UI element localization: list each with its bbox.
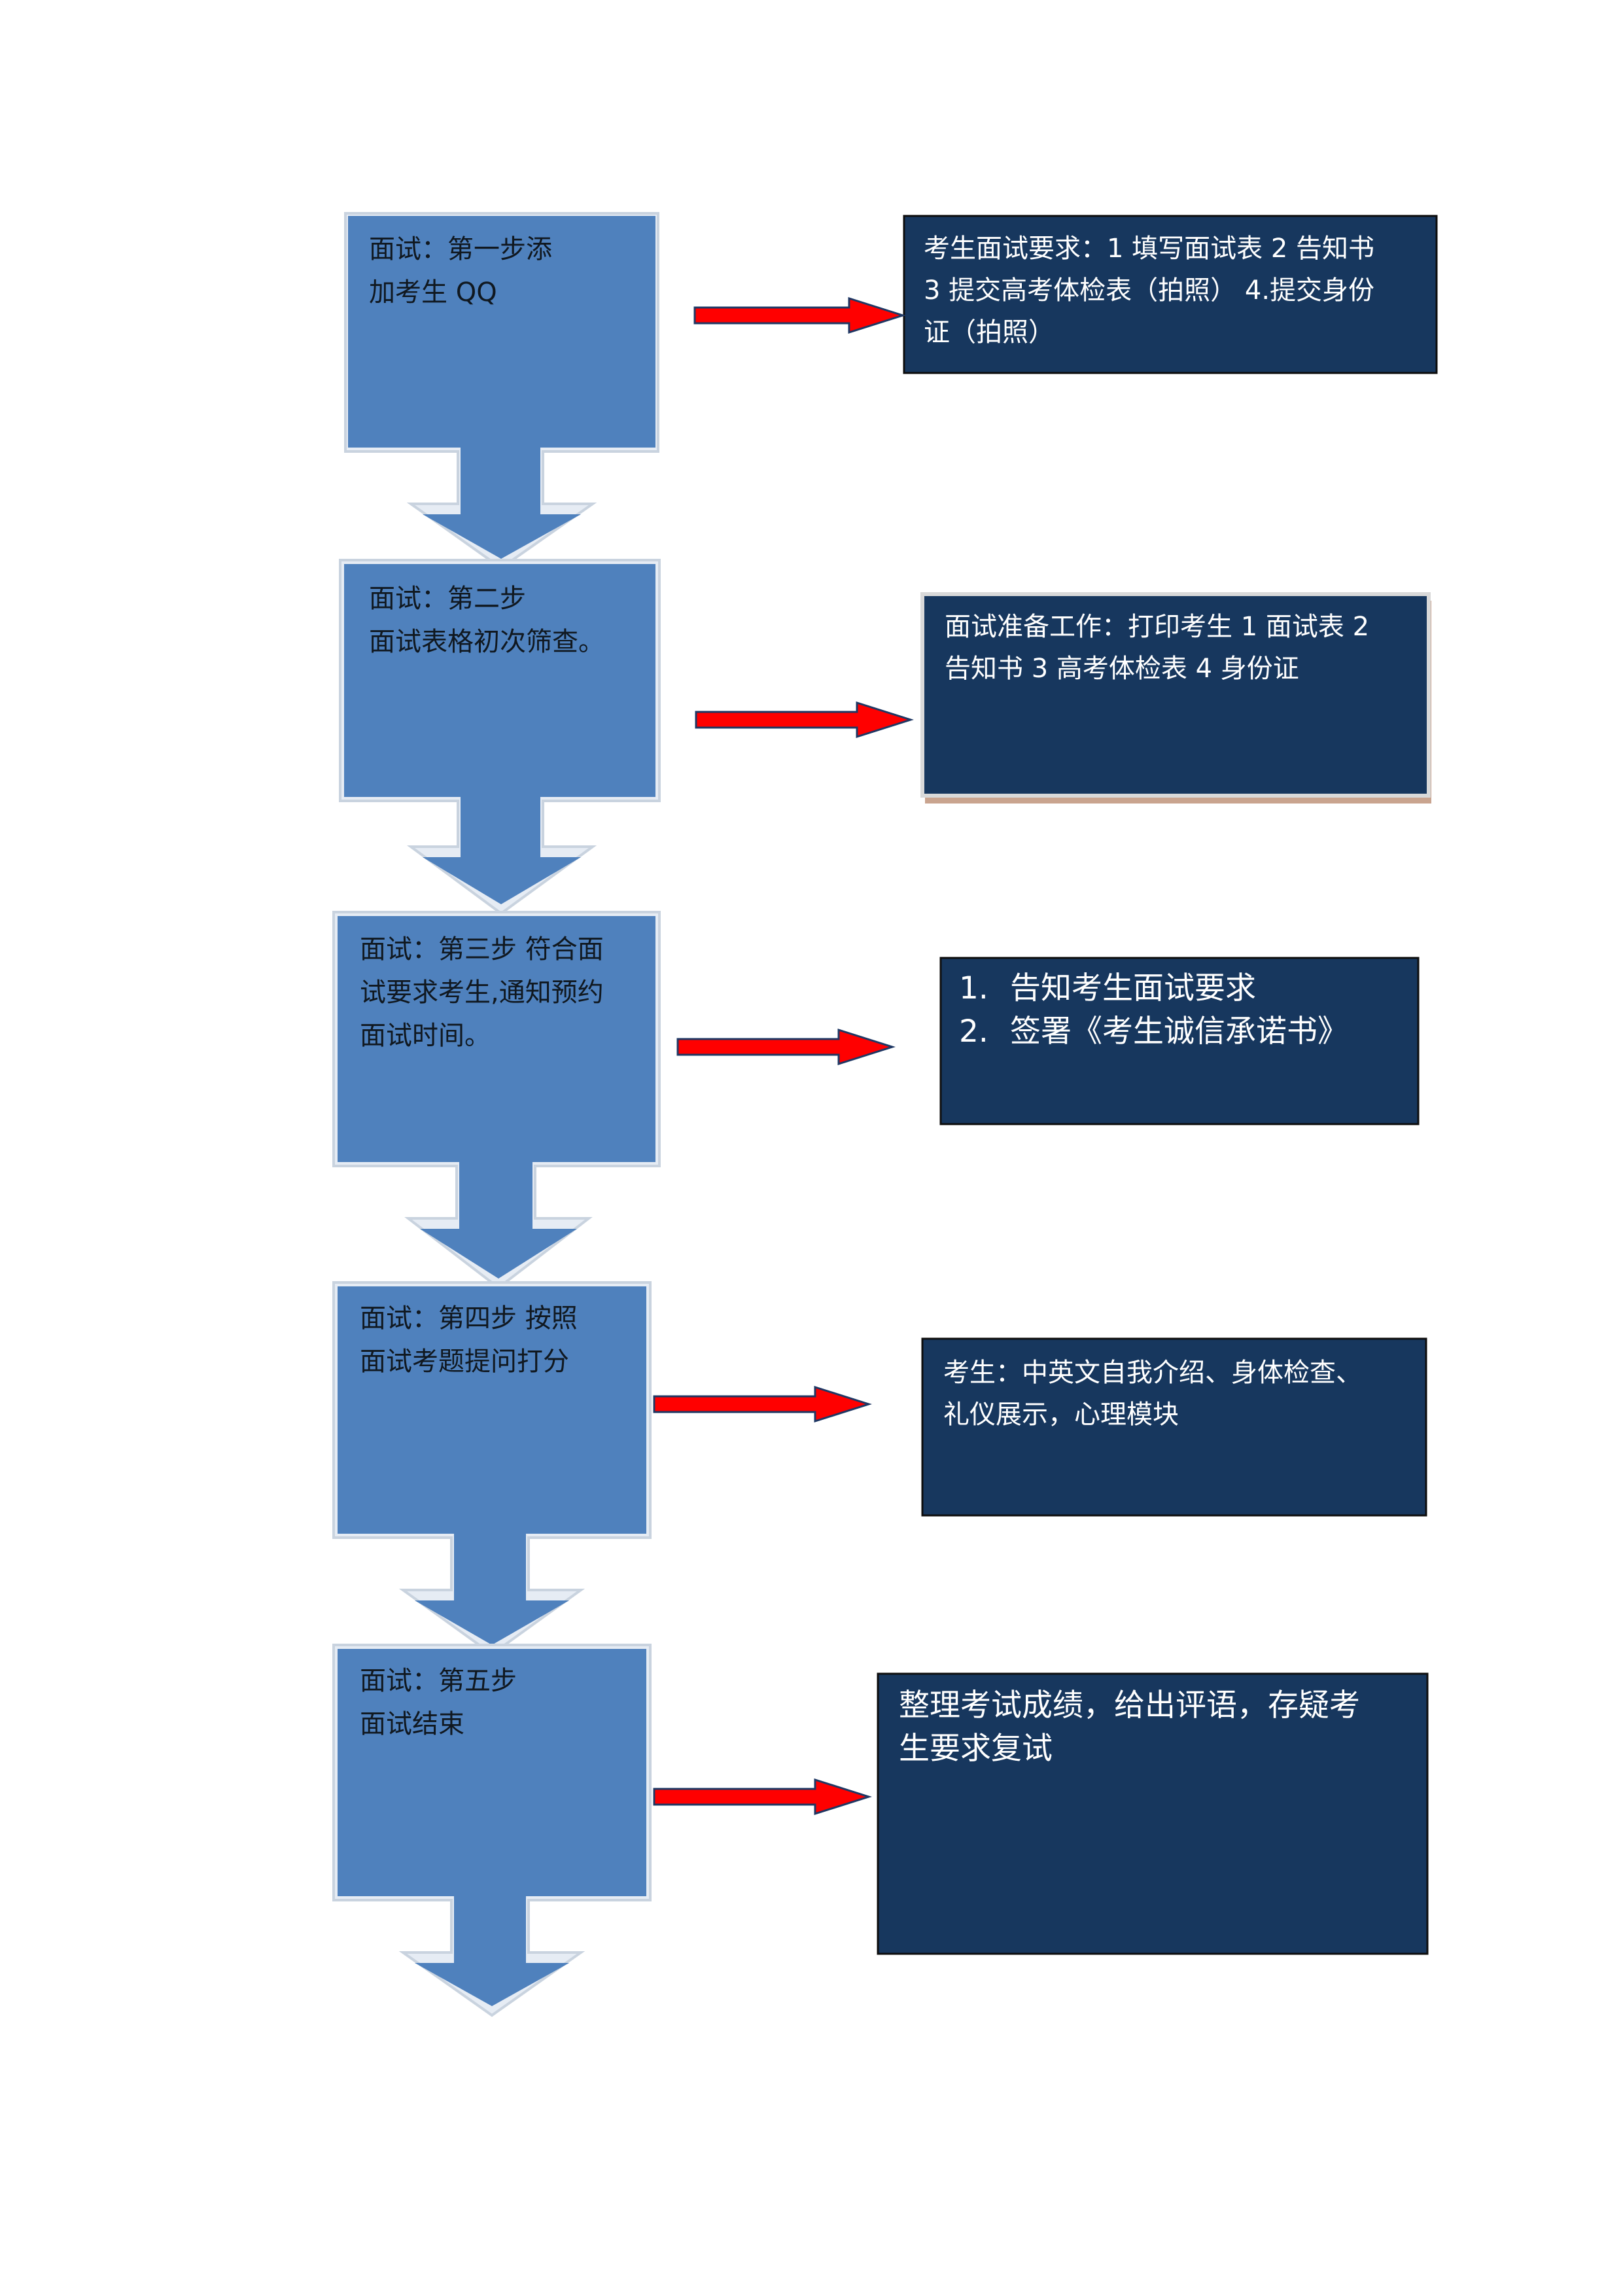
step-5-shape [332,1644,652,2017]
detail-3-item-1-number: 1. [959,970,988,1006]
step-5-label: 面试：第五步 面试结束 [360,1659,641,1746]
detail-2-line-2: 告知书 3 高考体检表 4 身份证 [945,654,1299,684]
detail-3-item-2: 2. 签署《考生诚信承诺书》 [959,1010,1410,1053]
step-3-label-line-1: 面试：第三步 符合面 [360,934,604,964]
arrow-1 [693,296,906,334]
detail-4-line-1: 考生：中英文自我介绍、身体检查、 [943,1358,1362,1388]
detail-5-text: 整理考试成绩，给出评语，存疑考 生要求复试 [899,1684,1422,1771]
step-4-label-line-2: 面试考题提问打分 [360,1347,569,1377]
detail-3-item-1: 1. 告知考生面试要求 [959,967,1410,1010]
detail-2-text: 面试准备工作：打印考生 1 面试表 2 告知书 3 高考体检表 4 身份证 [945,606,1422,690]
step-2-label-line-2: 面试表格初次筛查。 [369,627,604,657]
step-1-label-line-1: 面试：第一步添 [369,234,552,264]
detail-1-line-1: 考生面试要求：1 填写面试表 2 告知书 [924,234,1375,264]
detail-1-line-2: 3 提交高考体检表（拍照） 4.提交身份 [924,275,1375,306]
step-2-shape [339,559,661,915]
step-3-label-line-3: 面试时间。 [360,1021,491,1051]
step-1-shape [344,212,659,570]
detail-box-5 [877,1672,1429,1955]
arrow-2 [695,701,914,739]
detail-3-text: 1. 告知考生面试要求 2. 签署《考生诚信承诺书》 [959,967,1410,1053]
step-3-label: 面试：第三步 符合面 试要求考生,通知预约 面试时间。 [360,928,648,1057]
detail-box-3 [939,957,1420,1125]
detail-5-line-2: 生要求复试 [899,1731,1053,1767]
detail-box-4 [921,1337,1427,1517]
arrow-5 [653,1778,872,1816]
detail-5-line-1: 整理考试成绩，给出评语，存疑考 [899,1687,1360,1723]
step-1-label: 面试：第一步添 加考生 QQ [369,228,644,314]
detail-3-item-2-text: 签署《考生诚信承诺书》 [1010,1014,1348,1050]
step-3-shape [332,911,661,1290]
detail-4-line-2: 礼仪展示，心理模块 [943,1400,1179,1430]
step-5-label-line-1: 面试：第五步 [360,1666,517,1696]
step-4-label-line-1: 面试：第四步 按照 [360,1303,578,1333]
detail-box-2 [920,592,1431,798]
step-5-label-line-2: 面试结束 [360,1709,464,1739]
arrow-4 [653,1385,872,1423]
step-1-label-line-2: 加考生 QQ [369,277,497,308]
detail-1-text: 考生面试要求：1 填写面试表 2 告知书 3 提交高考体检表（拍照） 4.提交身… [924,228,1427,353]
detail-3-item-2-number: 2. [959,1014,988,1050]
detail-2-line-1: 面试准备工作：打印考生 1 面试表 2 [945,612,1370,642]
step-3-label-line-2: 试要求考生,通知预约 [360,978,604,1008]
detail-3-item-1-text: 告知考生面试要求 [1010,970,1256,1006]
detail-1-line-3: 证（拍照） [924,317,1055,347]
step-4-shape [332,1281,652,1656]
detail-4-text: 考生：中英文自我介绍、身体检查、 礼仪展示，心理模块 [943,1352,1421,1436]
step-4-label: 面试：第四步 按照 面试考题提问打分 [360,1297,641,1383]
step-2-label: 面试：第二步 面试表格初次筛查。 [369,577,644,663]
detail-3-list: 1. 告知考生面试要求 2. 签署《考生诚信承诺书》 [959,967,1410,1053]
step-2-label-line-1: 面试：第二步 [369,584,526,614]
arrow-3 [676,1028,896,1066]
detail-box-1 [903,215,1438,374]
